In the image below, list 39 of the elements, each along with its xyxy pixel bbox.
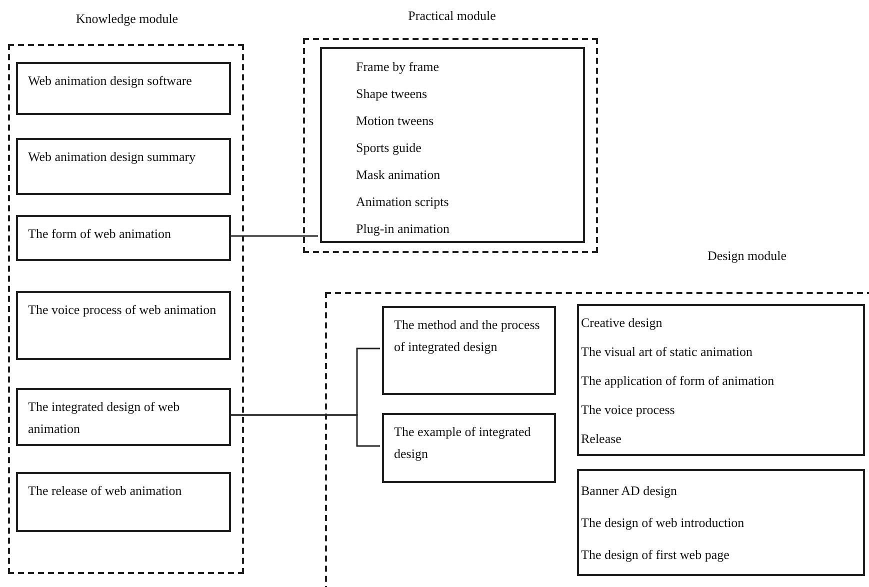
module-heading: Design module <box>707 248 787 264</box>
topic-box <box>382 413 556 483</box>
connector-line <box>229 235 318 237</box>
topic-label: The voice process of web animation <box>28 302 216 317</box>
topic-label: Web animation design summary <box>28 149 196 164</box>
list-item: The design of web introduction <box>581 514 746 532</box>
topic-box <box>16 472 231 532</box>
topic-label: The release of web animation <box>28 483 182 498</box>
list-item: Animation scripts <box>356 193 450 211</box>
topic-box <box>16 291 231 360</box>
topic-list-box <box>320 47 585 243</box>
connector-line <box>229 414 380 447</box>
list-item: The voice process <box>581 401 676 419</box>
topic-label: The example of integrated design <box>394 424 531 461</box>
topic-label: The form of web animation <box>28 226 171 241</box>
module-heading: Knowledge module <box>76 11 178 27</box>
topic-label: The integrated design of web animation <box>28 399 180 436</box>
list-item: Motion tweens <box>356 112 435 130</box>
list-item: The visual art of static animation <box>581 343 754 361</box>
list-item: Release <box>581 430 622 448</box>
list-item: Creative design <box>581 314 664 332</box>
list-item: The application of form of animation <box>581 372 776 390</box>
list-item: Sports guide <box>356 139 422 157</box>
list-item: Frame by frame <box>356 58 440 76</box>
topic-box <box>16 138 231 195</box>
topic-box <box>16 62 231 115</box>
topic-list-box <box>577 469 865 576</box>
topic-box <box>16 388 231 446</box>
list-item: The design of first web page <box>581 546 730 564</box>
list-item: Mask animation <box>356 166 442 184</box>
topic-list-box <box>577 304 865 456</box>
topic-label: The method and the process of integrated design <box>394 317 540 354</box>
list-item: Plug-in animation <box>356 220 451 238</box>
topic-box <box>16 215 231 261</box>
topic-label: Web animation design software <box>28 73 192 88</box>
module-heading: Practical module <box>408 8 496 24</box>
list-item: Shape tweens <box>356 85 428 103</box>
topic-box <box>382 306 556 395</box>
list-item: Banner AD design <box>581 482 678 500</box>
